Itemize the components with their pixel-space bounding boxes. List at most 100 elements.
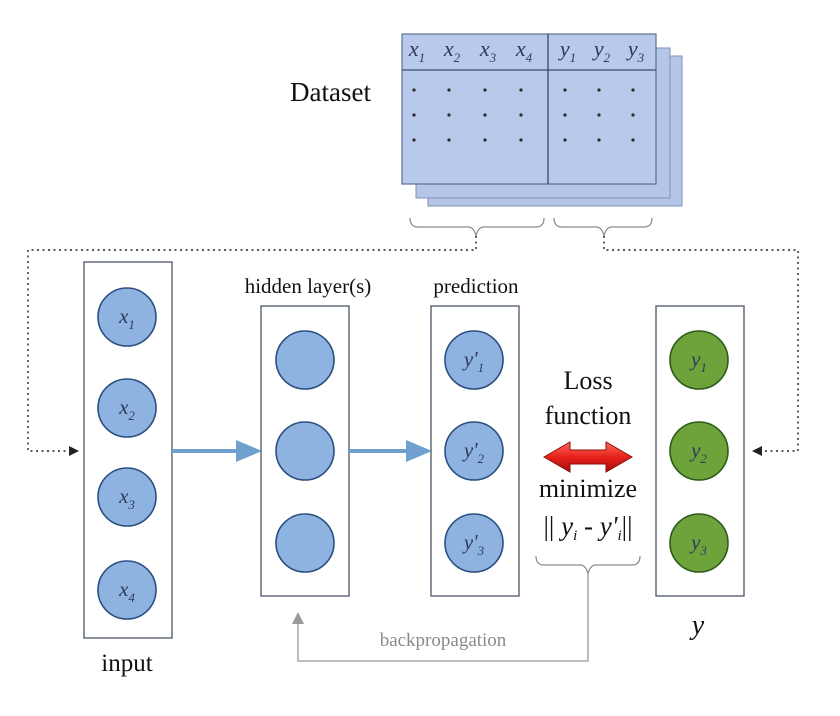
- dataset-header-x1: x1: [408, 36, 425, 65]
- dataset-cell-dot: [412, 113, 416, 117]
- target-node-label-subscript: 1: [700, 360, 707, 375]
- prediction-node-label: y'2: [462, 438, 485, 466]
- brace-loss: [535, 555, 641, 575]
- input-node: [97, 560, 157, 620]
- dotted-route-inputs: [27, 236, 477, 452]
- loss-label-line1: Loss: [563, 366, 612, 395]
- input-node-label-subscript: 4: [128, 590, 135, 605]
- backprop-label: backpropagation: [380, 630, 507, 651]
- dataset-header-x1-subscript: 1: [419, 50, 426, 65]
- prediction-node-label-subscript: 2: [478, 451, 485, 466]
- dataset-cell-dot: [447, 113, 451, 117]
- dataset-cell-dot: [447, 88, 451, 92]
- dataset-header-x3-symbol: x: [479, 36, 490, 61]
- formula-yprime: y': [597, 511, 619, 541]
- dataset-cell-dot: [519, 138, 523, 142]
- dotted-arrowhead-target: [752, 446, 762, 456]
- formula-sub-i: i: [573, 528, 577, 544]
- target-node: [669, 513, 729, 573]
- formula-bars-open: ||: [544, 511, 555, 541]
- prediction-label: prediction: [433, 274, 519, 298]
- dataset-header-x1-symbol: x: [408, 36, 419, 61]
- target-node-label: y1: [689, 347, 707, 375]
- dataset-cell-dot: [597, 113, 601, 117]
- dataset-header-x2-symbol: x: [443, 36, 454, 61]
- input-node-label-subscript: 1: [128, 317, 135, 332]
- target-node-label-symbol: y: [689, 530, 701, 554]
- prediction-node: [444, 421, 504, 481]
- dataset-cell-dot: [483, 113, 487, 117]
- dataset-cell-dot: [597, 138, 601, 142]
- target-node-label-symbol: y: [689, 438, 701, 462]
- dataset-header-y2-symbol: y: [592, 36, 604, 61]
- dataset-rows: [412, 88, 635, 142]
- target-node-label: y2: [689, 438, 707, 466]
- brace-targets: [553, 217, 653, 237]
- hidden-nodes: [275, 330, 335, 573]
- input-node-label: x2: [118, 395, 135, 423]
- dataset-cell-dot: [563, 113, 567, 117]
- input-node-label-symbol: x: [118, 395, 129, 419]
- flow-arrow-head-1: [236, 440, 262, 462]
- dataset-header-y2: y2: [592, 36, 611, 65]
- prediction-node: [444, 513, 504, 573]
- target-node-label-symbol: y: [689, 347, 701, 371]
- prediction-nodes: y'1y'2y'3: [444, 330, 504, 573]
- prediction-node-label: y'1: [462, 347, 484, 375]
- loss-label-line2: function: [545, 401, 632, 430]
- dotted-arrowhead-input: [69, 446, 79, 456]
- target-node-label-subscript: 2: [700, 451, 707, 466]
- input-node-label: x4: [118, 577, 135, 605]
- prediction-node-label-symbol: y': [462, 530, 478, 554]
- hidden-node: [275, 513, 335, 573]
- input-node-label-symbol: x: [118, 304, 129, 328]
- dataset-header-y2-subscript: 2: [604, 50, 611, 65]
- target-label: y: [689, 610, 705, 641]
- loss-double-arrow: [542, 441, 634, 473]
- dataset-header-x2: x2: [443, 36, 461, 65]
- backprop-arrowhead: [292, 612, 304, 624]
- target-node-label: y3: [689, 530, 707, 558]
- dataset-cell-dot: [412, 138, 416, 142]
- target-node: [669, 421, 729, 481]
- loss-formula: || yi - y'i||: [544, 511, 633, 544]
- dataset-cell-dot: [412, 88, 416, 92]
- backprop-path: [297, 574, 589, 662]
- dataset-cell-dot: [631, 138, 635, 142]
- dataset-header-y3: y3: [626, 36, 645, 65]
- input-node-label-subscript: 3: [127, 497, 135, 512]
- dataset-header-x3-subscript: 3: [489, 50, 497, 65]
- hidden-node: [275, 421, 335, 481]
- dataset-header-x4-symbol: x: [515, 36, 526, 61]
- dataset-cell-dot: [483, 138, 487, 142]
- dataset-header-y1: y1: [558, 36, 576, 65]
- formula-sub-i2: i: [618, 528, 622, 544]
- dataset-cell-dot: [631, 113, 635, 117]
- minimize-label: minimize: [539, 474, 637, 503]
- input-node: [97, 287, 157, 347]
- input-node-label-symbol: x: [118, 577, 129, 601]
- formula-minus: -: [577, 511, 600, 541]
- formula-y: y: [558, 511, 573, 541]
- dataset-cell-dot: [563, 138, 567, 142]
- dataset-cell-dot: [631, 88, 635, 92]
- dataset-header-y3-symbol: y: [626, 36, 638, 61]
- hidden-node: [275, 330, 335, 390]
- formula-bars-close: ||: [622, 511, 633, 541]
- dataset-title: Dataset: [290, 77, 371, 107]
- dataset-cell-dot: [597, 88, 601, 92]
- dataset-cell-dot: [563, 88, 567, 92]
- flow-arrow-head-2: [406, 440, 432, 462]
- dataset-header-y1-symbol: y: [558, 36, 570, 61]
- hidden-layer-label: hidden layer(s): [245, 274, 372, 298]
- target-node: [669, 330, 729, 390]
- target-node-label-subscript: 3: [699, 543, 707, 558]
- dataset-header-y3-subscript: 3: [637, 50, 645, 65]
- input-node: [97, 467, 157, 527]
- dataset-cell-dot: [519, 113, 523, 117]
- prediction-node-label: y'3: [462, 530, 485, 558]
